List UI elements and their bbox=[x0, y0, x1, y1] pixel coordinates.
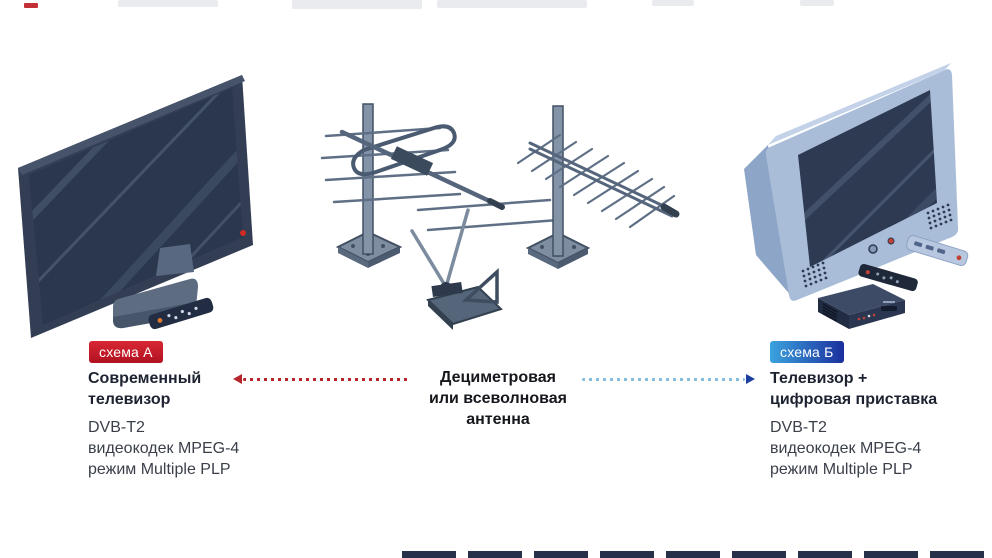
spec-line: режим Multiple PLP bbox=[88, 461, 231, 478]
arrow-head-left bbox=[233, 374, 242, 384]
crt-screen bbox=[798, 90, 937, 267]
scheme-b-title-line1: Телевизор + bbox=[770, 370, 868, 387]
tv-stand-neck bbox=[156, 244, 194, 276]
spec-line: видеокодек MPEG-4 bbox=[770, 440, 922, 457]
dotted-line-red bbox=[243, 378, 410, 381]
indoor-antenna-icon bbox=[410, 208, 503, 330]
outdoor-log-periodic-antenna-icon bbox=[516, 105, 680, 269]
spec-line: DVB-T2 bbox=[88, 419, 145, 436]
crt-top bbox=[768, 63, 951, 145]
scheme-b-title-line2: цифровая приставка bbox=[770, 391, 938, 408]
cropped-text-fragment bbox=[437, 0, 587, 8]
antenna-label-line1: Дециметровая bbox=[440, 369, 556, 386]
tv-screen bbox=[29, 88, 243, 325]
tv-remote-control bbox=[906, 235, 969, 267]
cropped-bottom-strip bbox=[402, 551, 986, 558]
remote-control bbox=[148, 297, 214, 330]
scheme-a-title-line1: Современный bbox=[88, 370, 202, 387]
power-led bbox=[240, 230, 246, 236]
spec-line: видеокодек MPEG-4 bbox=[88, 440, 240, 457]
spec-line: DVB-T2 bbox=[770, 419, 827, 436]
outdoor-uhf-antenna-icon bbox=[320, 103, 560, 268]
scheme-a-badge: схема А bbox=[89, 341, 163, 363]
cropped-text-fragment bbox=[652, 0, 694, 6]
set-top-box bbox=[818, 284, 905, 329]
antenna-label-line3: антенна bbox=[466, 411, 530, 428]
scheme-a-title-line2: телевизор bbox=[88, 391, 171, 408]
tv-knob bbox=[868, 244, 878, 254]
spec-line: режим Multiple PLP bbox=[770, 461, 913, 478]
scheme-a-title: Современный телевизор bbox=[88, 368, 201, 410]
cropped-text-fragment bbox=[292, 0, 422, 9]
crt-side bbox=[744, 145, 793, 298]
dotted-line-blue bbox=[582, 378, 745, 381]
scheme-a-specs: DVB-T2 видеокодек MPEG-4 режим Multiple … bbox=[88, 417, 239, 480]
tv-power-knob bbox=[887, 237, 895, 245]
cropped-text-fragment bbox=[800, 0, 834, 6]
arrow-head-right bbox=[746, 374, 755, 384]
crt-tv-illustration bbox=[725, 55, 985, 345]
cropped-red-mark bbox=[24, 3, 38, 8]
scheme-b-badge: схема Б bbox=[770, 341, 844, 363]
antennas-illustration bbox=[320, 88, 690, 358]
stb-remote-control bbox=[858, 263, 918, 292]
cropped-text-fragment bbox=[118, 0, 218, 7]
antenna-label: Дециметровая или всеволновая антенна bbox=[388, 367, 608, 430]
modern-tv-illustration bbox=[5, 55, 265, 350]
scheme-b-specs: DVB-T2 видеокодек MPEG-4 режим Multiple … bbox=[770, 417, 921, 480]
antenna-label-line2: или всеволновая bbox=[429, 390, 567, 407]
speaker-grille-right bbox=[926, 203, 953, 230]
speaker-grille-left bbox=[801, 261, 828, 288]
scheme-b-title: Телевизор + цифровая приставка bbox=[770, 368, 937, 410]
